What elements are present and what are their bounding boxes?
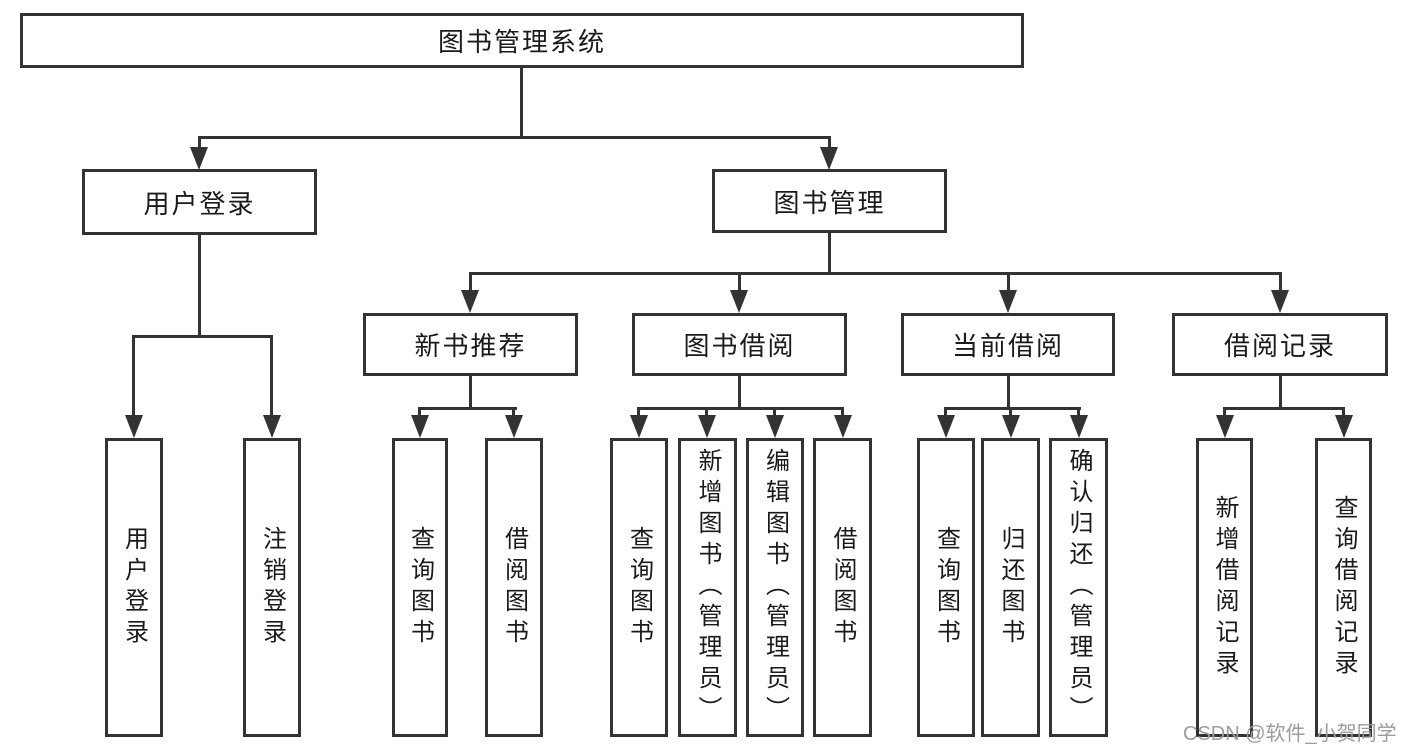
- connector-level1-branch: [198, 136, 831, 139]
- arrowhead-book-borrow: [730, 290, 748, 313]
- leaf-label: 新增图书（管理员）: [694, 448, 721, 727]
- connector-stub-bb-edit: [773, 407, 776, 417]
- connector-stub-bb-add: [705, 407, 708, 417]
- arrowhead-cb-confirm: [1070, 415, 1088, 438]
- node-label: 新书推荐: [414, 331, 527, 361]
- leaf-return-books: 归还图书: [981, 438, 1040, 737]
- leaf-query-borrow-record: 查询借阅记录: [1315, 438, 1372, 737]
- arrowhead-cb-query: [937, 415, 955, 438]
- connector-stub-book-mgmt: [828, 136, 831, 152]
- connector-book-borrow-branch: [637, 407, 844, 410]
- connector-user-login-branch: [132, 335, 273, 338]
- arrowhead-user-login: [190, 147, 208, 170]
- node-borrowing-records: 借阅记录: [1172, 313, 1388, 376]
- leaf-label: 查询借阅记录: [1330, 494, 1357, 681]
- leaf-label: 查询图书: [625, 525, 653, 650]
- connector-stub-rec-query: [1342, 407, 1345, 417]
- arrowhead-rec-add: [1216, 415, 1234, 438]
- leaf-query-books-newbook: 查询图书: [392, 438, 448, 737]
- connector-stub-bb-borrow: [841, 407, 844, 417]
- leaf-label: 新增借阅记录: [1211, 494, 1238, 681]
- arrowhead-rec-query: [1335, 415, 1353, 438]
- connector-stub-nb-borrow: [512, 407, 515, 417]
- node-user-login: 用户登录: [82, 169, 317, 235]
- connector-stub-bb-query: [637, 407, 640, 417]
- leaf-label: 注销登录: [258, 525, 286, 650]
- node-book-management: 图书管理: [712, 169, 947, 233]
- connector-borrow-record-branch: [1223, 407, 1345, 410]
- connector-stub-leaf-user-login: [132, 335, 135, 420]
- arrowhead-bb-borrow: [834, 415, 852, 438]
- connector-new-book-branch: [418, 407, 517, 410]
- node-book-borrowing: 图书借阅: [632, 313, 847, 376]
- leaf-borrow-books-newbook: 借阅图书: [485, 438, 543, 737]
- connector-root-stem: [520, 68, 523, 136]
- connector-book-mgmt-stem: [828, 233, 831, 275]
- arrowhead-bb-query: [630, 415, 648, 438]
- leaf-query-books-borrow: 查询图书: [610, 438, 668, 737]
- node-label: 图书借阅: [683, 331, 796, 361]
- arrowhead-borrow-record: [1271, 290, 1289, 313]
- node-new-book-recommend: 新书推荐: [363, 313, 578, 376]
- watermark: CSDN @软件_小贺同学: [1183, 723, 1397, 745]
- leaf-edit-books-admin: 编辑图书（管理员）: [746, 438, 804, 737]
- leaf-query-books-current: 查询图书: [917, 438, 975, 737]
- leaf-label: 确认归还（管理员）: [1065, 448, 1092, 727]
- connector-level2-branch: [469, 272, 1282, 275]
- arrowhead-leaf-user-login: [125, 415, 143, 438]
- connector-stub-cb-query: [944, 407, 947, 417]
- connector-stub-leaf-logout: [270, 335, 273, 420]
- leaf-label: 归还图书: [997, 525, 1024, 650]
- leaf-label: 编辑图书（管理员）: [761, 448, 789, 727]
- leaf-label: 用户登录: [120, 525, 148, 650]
- connector-stub-current-borrow: [1007, 272, 1010, 292]
- node-label: 当前借阅: [951, 331, 1064, 361]
- connector-current-borrow-branch: [944, 407, 1081, 410]
- arrowhead-leaf-logout: [263, 415, 281, 438]
- connector-stub-borrow-record: [1279, 272, 1282, 292]
- arrowhead-book-mgmt: [820, 147, 838, 170]
- connector-new-book-stem: [469, 376, 472, 410]
- leaf-confirm-return-admin: 确认归还（管理员）: [1049, 438, 1108, 737]
- arrowhead-new-book: [461, 290, 479, 313]
- connector-book-borrow-stem: [738, 376, 741, 410]
- arrowhead-current-borrow: [999, 290, 1017, 313]
- connector-user-login-stem: [198, 235, 201, 335]
- arrowhead-bb-add: [698, 415, 716, 438]
- arrowhead-nb-borrow: [505, 415, 523, 438]
- arrowhead-cb-return: [1002, 415, 1020, 438]
- connector-stub-book-borrow: [738, 272, 741, 292]
- arrowhead-nb-query: [411, 415, 429, 438]
- node-library-management-system: 图书管理系统: [20, 13, 1024, 68]
- leaf-user-login: 用户登录: [105, 438, 163, 737]
- connector-stub-rec-add: [1223, 407, 1226, 417]
- node-label: 用户登录: [143, 188, 256, 219]
- node-current-borrowing: 当前借阅: [901, 313, 1115, 376]
- node-label: 借阅记录: [1223, 331, 1336, 361]
- connector-stub-nb-query: [418, 407, 421, 417]
- arrowhead-bb-edit: [766, 415, 784, 438]
- leaf-label: 查询图书: [932, 525, 960, 650]
- connector-stub-cb-return: [1009, 407, 1012, 417]
- node-label: 图书管理: [773, 187, 886, 218]
- node-label: 图书管理系统: [437, 27, 606, 57]
- leaf-label: 借阅图书: [829, 525, 856, 650]
- connector-current-borrow-stem: [1007, 376, 1010, 410]
- leaf-label: 查询图书: [406, 525, 434, 650]
- leaf-label: 借阅图书: [500, 525, 528, 650]
- connector-stub-new-book: [469, 272, 472, 292]
- connector-stub-cb-confirm: [1077, 407, 1080, 417]
- connector-borrow-record-stem: [1279, 376, 1282, 410]
- leaf-logout: 注销登录: [243, 438, 301, 737]
- leaf-add-books-admin: 新增图书（管理员）: [678, 438, 737, 737]
- leaf-borrow-books: 借阅图书: [813, 438, 872, 737]
- connector-stub-user-login: [198, 136, 201, 152]
- leaf-add-borrow-record: 新增借阅记录: [1196, 438, 1253, 737]
